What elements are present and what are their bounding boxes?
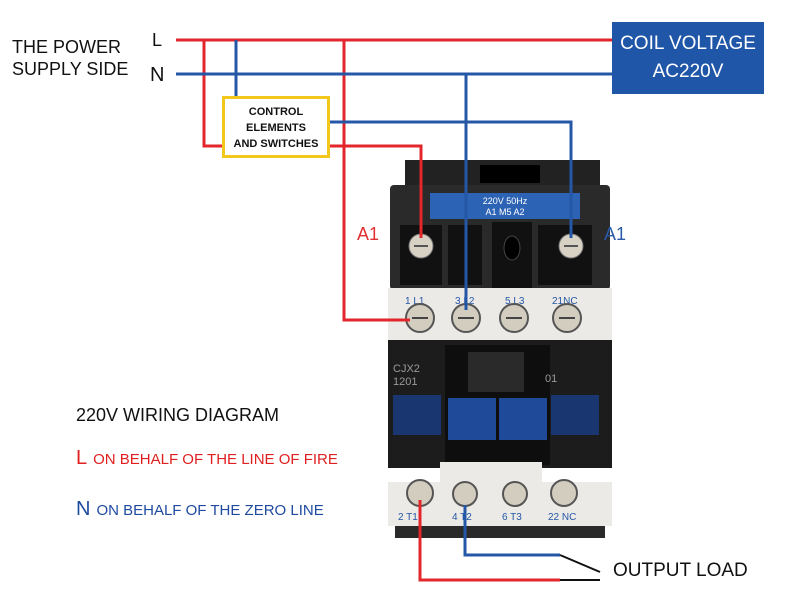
legend-live: L ON BEHALF OF THE LINE OF FIRE [76, 447, 338, 470]
model-number-text: 1201 [393, 376, 417, 388]
neutral-output [463, 505, 560, 557]
model-text: CJX2 [393, 363, 420, 375]
side-window-right [551, 395, 599, 435]
bottom-terminal-label-4: 4 T2 [452, 512, 472, 523]
bottom-terminal-label-22: 22 NC [548, 512, 576, 523]
neutral-control-to-a2 [330, 120, 573, 238]
coil-rating-text: 220V 50Hz [483, 196, 528, 206]
control-box-line1: CONTROL [248, 106, 304, 118]
center-window-right [499, 398, 547, 440]
legend-live-text: ON BEHALF OF THE LINE OF FIRE [93, 451, 338, 468]
top-terminal-label-5: 5 L3 [505, 296, 525, 307]
legend-title: 220V WIRING DIAGRAM [76, 405, 280, 425]
control-box-line2: ELEMENTS [246, 122, 306, 134]
code-text: 01 [545, 373, 557, 385]
power-supply-line1: THE POWER [12, 37, 122, 57]
bottom-terminal-label-6: 6 T3 [502, 512, 522, 523]
top-screws [405, 303, 582, 333]
legend-neutral-text: ON BEHALF OF THE ZERO LINE [96, 502, 324, 519]
a1-right-label: A1 [604, 224, 627, 244]
bottom-terminal-label-2: 2 T1 [398, 512, 418, 523]
neutral-letter-label: N [150, 64, 165, 86]
output-load-label: OUTPUT LOAD [613, 560, 748, 581]
live-to-terminal-1 [342, 40, 410, 322]
contactor-body: 220V 50Hz A1 M5 A2 1 L1 3 L2 5 L3 21NC [388, 160, 612, 538]
live-output [418, 500, 560, 582]
neutral-wires [176, 40, 612, 557]
center-window-left [448, 398, 496, 440]
coil-voltage-line1: COIL VOLTAGE [620, 33, 756, 54]
live-letter-label: L [152, 30, 163, 50]
legend-neutral: N ON BEHALF OF THE ZERO LINE [76, 498, 324, 521]
coil-voltage-box: COIL VOLTAGE AC220V [612, 22, 764, 94]
power-supply-line2: SUPPLY SIDE [12, 59, 129, 79]
control-elements-box: CONTROL ELEMENTS AND SWITCHES [222, 96, 330, 158]
legend-neutral-letter: N [76, 498, 91, 520]
legend-live-letter: L [76, 447, 88, 469]
bottom-screws [406, 479, 578, 507]
control-box-line3: AND SWITCHES [233, 138, 319, 150]
top-terminal-label-21: 21NC [552, 296, 578, 307]
coil-voltage-line2: AC220V [652, 61, 724, 82]
live-to-control-box [202, 40, 222, 148]
output-arrow-line-2 [559, 554, 601, 573]
side-window-left [393, 395, 441, 435]
power-supply-label: THE POWER SUPPLY SIDE [12, 36, 128, 80]
top-terminal-label-1: 1 L1 [405, 296, 425, 307]
live-control-to-a1 [330, 144, 423, 238]
contactor-top-slot [480, 165, 540, 183]
a1-left-label: A1 [357, 224, 380, 244]
coil-terminals-text: A1 M5 A2 [485, 207, 524, 217]
coil-rating-plate [430, 193, 580, 219]
